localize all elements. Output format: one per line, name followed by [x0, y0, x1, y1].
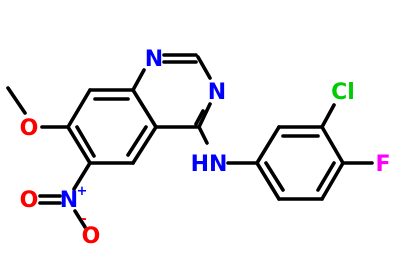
bond	[72, 161, 92, 191]
bond	[131, 125, 158, 165]
bond	[320, 125, 345, 165]
atom-nitro-o-bottom-label: O	[82, 224, 101, 249]
bond	[320, 161, 345, 201]
bond	[66, 125, 92, 165]
bond	[320, 103, 336, 129]
atom-cl-label: Cl	[331, 80, 355, 105]
bond	[131, 68, 146, 92]
bond	[66, 88, 92, 129]
bond	[197, 102, 212, 129]
bond	[6, 86, 27, 115]
bonds	[6, 53, 374, 229]
bond	[131, 88, 158, 129]
atom-nitro-o-left-label: O	[20, 188, 39, 213]
atom-nitro-n-charge: +	[77, 184, 88, 199]
bond	[126, 125, 148, 157]
atom-n1-label: N	[145, 47, 163, 72]
bond	[255, 125, 281, 165]
bond	[197, 125, 209, 145]
bond	[196, 55, 212, 80]
atom-f-label: F	[375, 152, 390, 177]
bond	[264, 161, 285, 192]
atom-n3-label: N	[208, 80, 226, 105]
atom-nh-label: HN	[191, 152, 228, 177]
atom-labels: N N HN O N + O O - Cl F	[20, 47, 391, 249]
bond	[75, 125, 96, 158]
atom-nitro-o-charge: -	[81, 212, 86, 227]
atom-methoxy-o-label: O	[20, 116, 39, 141]
bond	[255, 161, 281, 201]
bond	[316, 161, 336, 192]
atom-nitro-n-label: N	[60, 188, 78, 213]
bond	[194, 109, 205, 126]
bond	[73, 209, 87, 229]
